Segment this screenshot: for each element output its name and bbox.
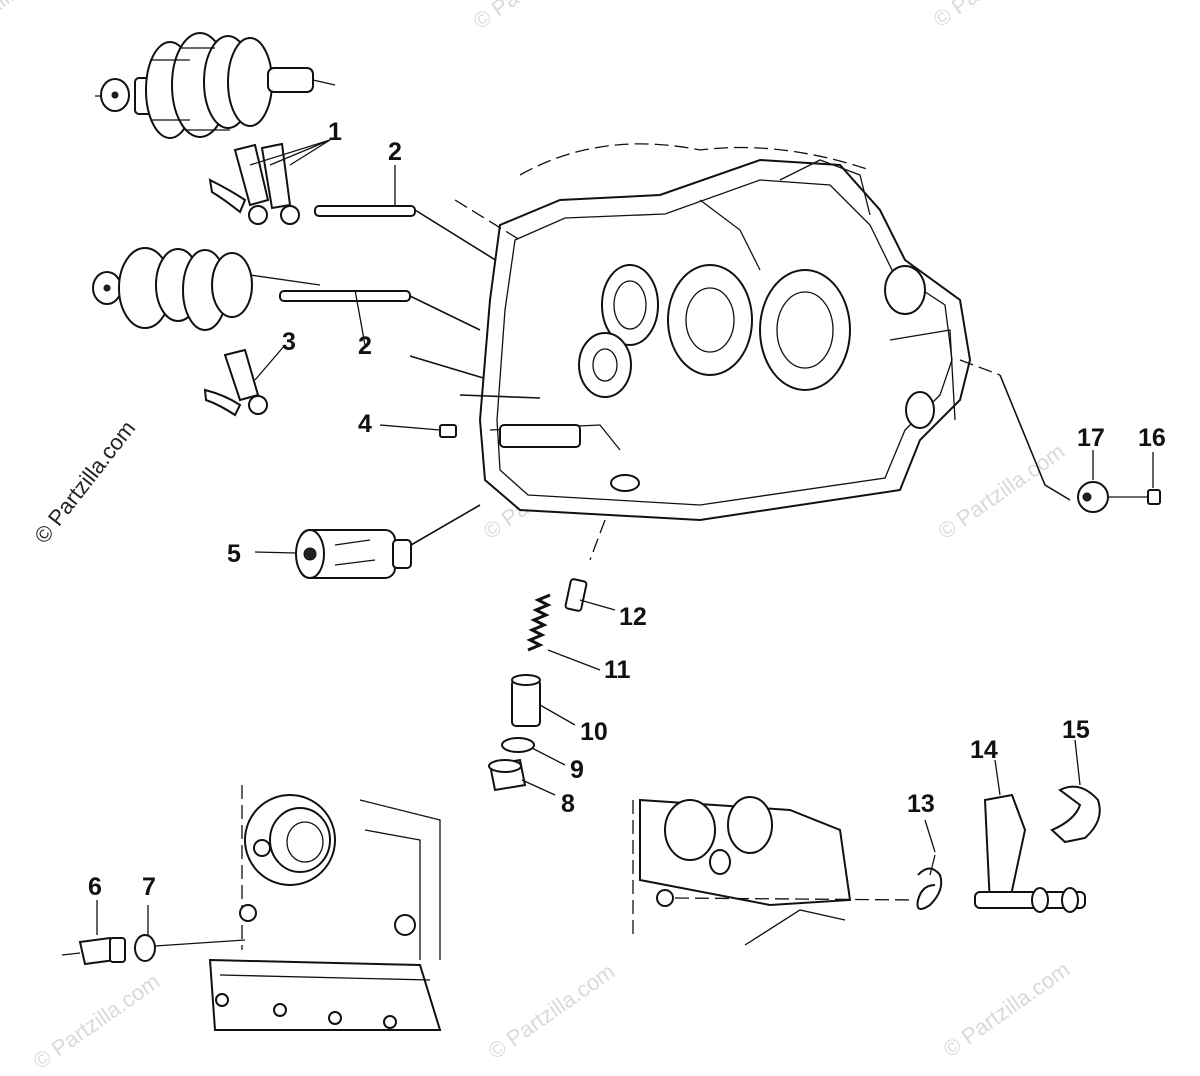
shift-forks-upper (208, 139, 331, 225)
cap-and-bolt (959, 359, 1161, 513)
callout-17: 17 (1077, 424, 1105, 452)
callout-2-lower: 2 (358, 332, 372, 360)
callout-7: 7 (142, 873, 156, 901)
callouts: 1 2 2 3 4 5 6 7 8 9 10 11 12 13 14 15 16… (88, 118, 1166, 901)
gear-shaft-lower (92, 247, 321, 331)
callout-15: 15 (1062, 716, 1090, 744)
callout-9: 9 (570, 756, 584, 784)
callout-4: 4 (358, 410, 372, 438)
inset-lower-right (632, 739, 1101, 946)
callout-5: 5 (227, 540, 241, 568)
callout-14: 14 (970, 736, 998, 764)
callout-3: 3 (282, 328, 296, 356)
callout-16: 16 (1138, 424, 1166, 452)
watermark: © Partzilla.com (484, 959, 620, 1065)
callout-13: 13 (907, 790, 935, 818)
watermark-left: © Partzilla.com (29, 416, 140, 548)
inset-lower-left (61, 785, 442, 1031)
callout-8: 8 (561, 790, 575, 818)
watermark: © Partzilla.com (29, 969, 165, 1075)
detent-assembly (488, 519, 616, 796)
watermarks: © Partzilla.com © Partzilla.com © Partzi… (0, 0, 1074, 1074)
watermark: © Partzilla.com (0, 0, 67, 54)
neutral-switch (379, 424, 457, 438)
shift-fork-lower (203, 344, 286, 417)
watermark: © Partzilla.com (934, 439, 1070, 545)
gear-shaft-upper (95, 32, 336, 139)
callout-2-upper: 2 (388, 138, 402, 166)
callout-1: 1 (328, 118, 342, 146)
callout-11: 11 (604, 656, 631, 684)
callout-6: 6 (88, 873, 102, 901)
callout-10: 10 (580, 718, 608, 746)
shift-drum (254, 504, 481, 579)
callout-12: 12 (619, 603, 647, 631)
crankcase (454, 143, 972, 522)
watermark: © Partzilla.com (929, 0, 1065, 32)
watermark: © Partzilla.com (939, 957, 1075, 1063)
shift-fork-rod-lower (279, 289, 491, 381)
watermark: © Partzilla.com (469, 0, 605, 34)
